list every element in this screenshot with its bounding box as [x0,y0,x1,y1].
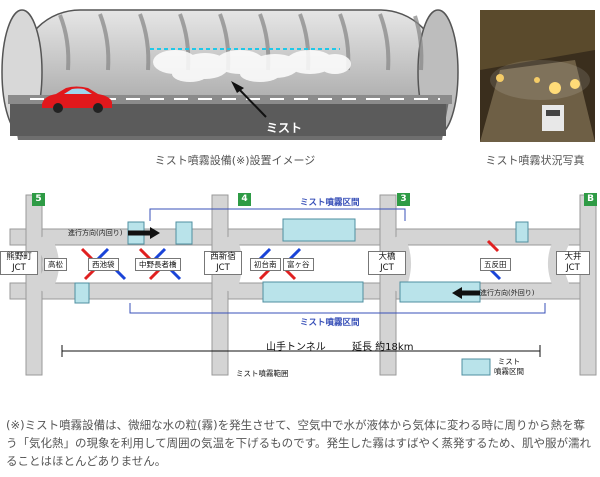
jct-ohashi: 大橋 JCT [368,251,406,275]
route-badge-3: 3 [397,193,410,206]
tunnel-length: 延長 約18km [352,342,414,353]
legend-swatch [461,358,491,376]
route-map: 5 4 3 B ミスト噴霧区間 ミスト噴霧区間 進行方向(内回り) 進行方向(外… [0,185,600,385]
route-badge-b: B [584,193,597,206]
mist-block [175,221,193,245]
photo-caption: ミスト噴霧状況写真 [485,154,585,167]
mist-block [74,282,90,304]
mist-section-label-bottom: ミスト噴霧区間 [300,318,360,328]
legend-label: ミスト 噴霧区間 [494,357,524,376]
exit-gotanda: 五反田 [480,258,511,271]
illustration-caption: ミスト噴霧設備(※)設置イメージ [154,154,316,167]
jct-kumanocho: 熊野町 JCT [0,251,38,275]
route-map-svg [9,194,597,376]
exit-tomigaya: 富ヶ谷 [283,258,314,271]
tunnel-illustration-svg [1,9,459,140]
mist-block [515,221,529,243]
direction-outer-label: 進行方向(外回り) [480,289,535,297]
exit-nakanochojabashi: 中野長者橋 [135,258,181,271]
mist-illustration: ミスト [0,0,460,150]
mist-label: ミスト [266,121,303,135]
car-illustration [42,86,112,113]
mist-block [262,281,364,303]
mist-photo-svg [480,10,595,142]
mist-section-label-top: ミスト噴霧区間 [300,198,360,208]
direction-inner-label: 進行方向(内回り) [68,229,123,237]
mist-photo [480,10,595,142]
mist-block [282,218,356,242]
route-badge-4: 4 [238,193,251,206]
route-badge-5: 5 [32,193,45,206]
tunnel-name: 山手トンネル [266,342,326,353]
jct-nishishinjuku: 西新宿 JCT [204,251,242,275]
footnote: (※)ミスト噴霧設備は、微細な水の粒(霧)を発生させて、空気中で水が液体から気体… [6,418,591,468]
exit-hatsudai-minami: 初台南 [250,258,281,271]
exit-nishiikebukuro: 西池袋 [88,258,119,271]
jct-ooi: 大井 JCT [556,251,590,275]
exit-takamatsu: 高松 [44,258,67,271]
mist-range-label: ミスト噴霧範囲 [236,369,289,378]
